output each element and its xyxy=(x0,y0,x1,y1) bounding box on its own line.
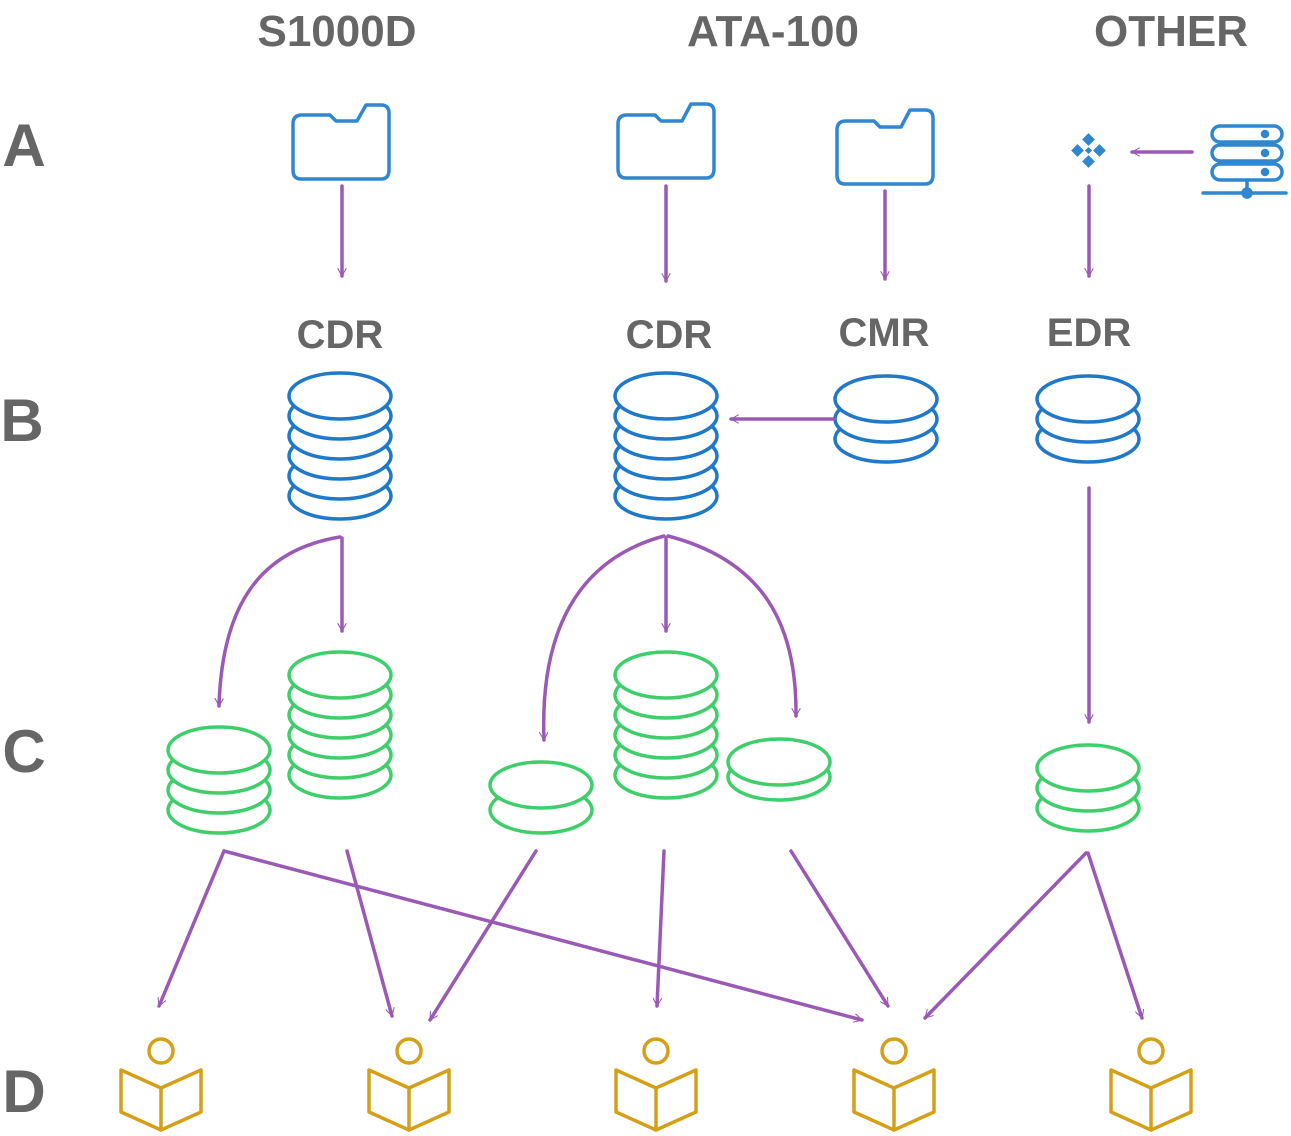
row-label-b: B xyxy=(0,387,43,454)
arrow xyxy=(789,849,890,1008)
row-label-c: C xyxy=(2,718,45,785)
reader-icon xyxy=(852,1037,936,1132)
arrow xyxy=(157,849,226,1008)
database-icon xyxy=(488,760,594,835)
arrow xyxy=(222,849,864,1020)
column-title-ata-100: ATA-100 xyxy=(687,7,859,56)
folder-icon xyxy=(835,108,935,186)
arrow xyxy=(657,849,666,1008)
column-title-s1000d: S1000D xyxy=(257,7,416,56)
server-icon xyxy=(1201,124,1288,199)
folder-icon xyxy=(616,102,716,180)
db-label-ata-cmr: CMR xyxy=(838,311,929,355)
folder-icon xyxy=(291,103,391,181)
reader-icon xyxy=(1109,1037,1193,1132)
db-label-ata-cdr: CDR xyxy=(626,313,713,357)
reader-icon xyxy=(119,1037,203,1132)
database-icon xyxy=(287,650,393,800)
db-label-s1000d-cdr: CDR xyxy=(297,313,384,357)
db-label-other-edr: EDR xyxy=(1047,311,1132,355)
database-icon xyxy=(166,725,272,835)
flow-arrows xyxy=(157,152,1194,1022)
arrow xyxy=(666,534,796,718)
arrow xyxy=(1086,851,1142,1020)
database-icon xyxy=(287,371,393,521)
database-icon xyxy=(1035,374,1141,464)
row-label-a: A xyxy=(2,112,45,179)
arrow xyxy=(923,851,1088,1020)
arrow xyxy=(345,849,392,1018)
arrow xyxy=(544,534,666,742)
arrow xyxy=(428,849,538,1022)
database-icon xyxy=(613,371,719,521)
database-icon xyxy=(726,737,832,802)
converter-icon xyxy=(1071,133,1106,168)
database-icon xyxy=(613,650,719,800)
database-icon xyxy=(1035,743,1141,833)
reader-icon xyxy=(367,1037,451,1132)
database-icon xyxy=(833,374,939,464)
reader-icon xyxy=(614,1037,698,1132)
column-title-other: OTHER xyxy=(1094,7,1248,56)
row-label-d: D xyxy=(2,1058,45,1125)
arrow xyxy=(219,535,342,708)
